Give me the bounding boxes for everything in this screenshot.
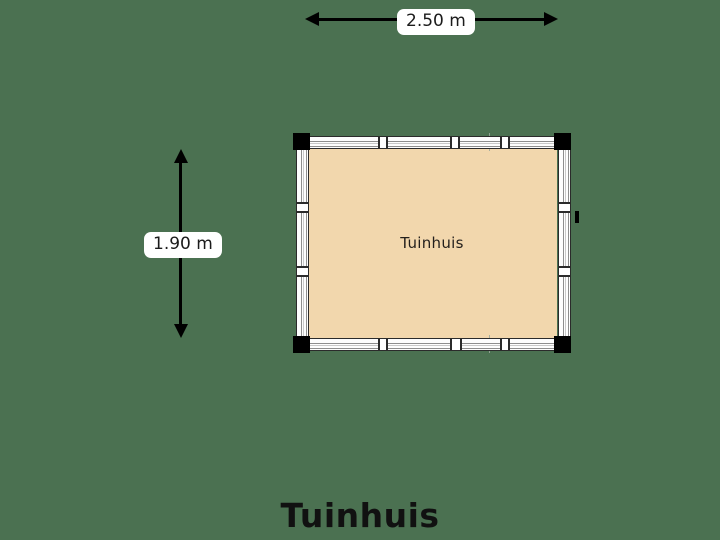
wall-panel-bottom-3	[461, 338, 501, 351]
exterior-marker-tick	[575, 211, 579, 223]
wall-panel-top-1	[307, 136, 379, 149]
wall-panel-left-3	[296, 276, 309, 339]
corner-post-bottom-right	[554, 336, 571, 353]
height-dimension-label: 1.90 m	[144, 232, 222, 258]
wall-right	[556, 147, 572, 339]
arrow-down-icon	[173, 324, 188, 338]
wall-mullion-left-1	[296, 203, 309, 212]
wall-panel-left-2	[296, 212, 309, 267]
room-label: Tuinhuis	[400, 234, 464, 252]
wall-panel-right-3	[558, 276, 571, 339]
arrow-right-icon	[544, 12, 558, 26]
wall-mullion-left-2	[296, 267, 309, 276]
wall-panel-bottom-1	[307, 338, 379, 351]
wall-panel-right-1	[558, 147, 571, 203]
arrow-left-icon	[305, 12, 319, 26]
page-title: Tuinhuis	[280, 496, 440, 535]
wall-bottom	[307, 336, 557, 352]
building-outline: Tuinhuis	[293, 133, 571, 353]
wall-mullion-right-2	[558, 267, 571, 276]
wall-panel-top-2	[387, 136, 451, 149]
wall-mullion-right-1	[558, 203, 571, 212]
wall-mullion-bottom-1	[379, 338, 387, 351]
wall-mullion-top-3	[501, 136, 509, 149]
corner-post-top-left	[293, 133, 310, 150]
wall-panel-right-2	[558, 212, 571, 267]
width-dimension-label: 2.50 m	[397, 9, 475, 35]
wall-mullion-top-2	[451, 136, 459, 149]
wall-mullion-top-1	[379, 136, 387, 149]
wall-mullion-bottom-3	[501, 338, 509, 351]
wall-left	[294, 147, 310, 339]
floor-slab	[307, 146, 557, 340]
arrow-up-icon	[173, 149, 188, 163]
wall-mullion-bottom-2	[451, 338, 461, 351]
wall-top	[307, 134, 557, 150]
wall-panel-bottom-2	[387, 338, 451, 351]
corner-post-bottom-left	[293, 336, 310, 353]
wall-panel-top-4	[509, 136, 557, 149]
corner-post-top-right	[554, 133, 571, 150]
wall-panel-top-3	[459, 136, 501, 149]
